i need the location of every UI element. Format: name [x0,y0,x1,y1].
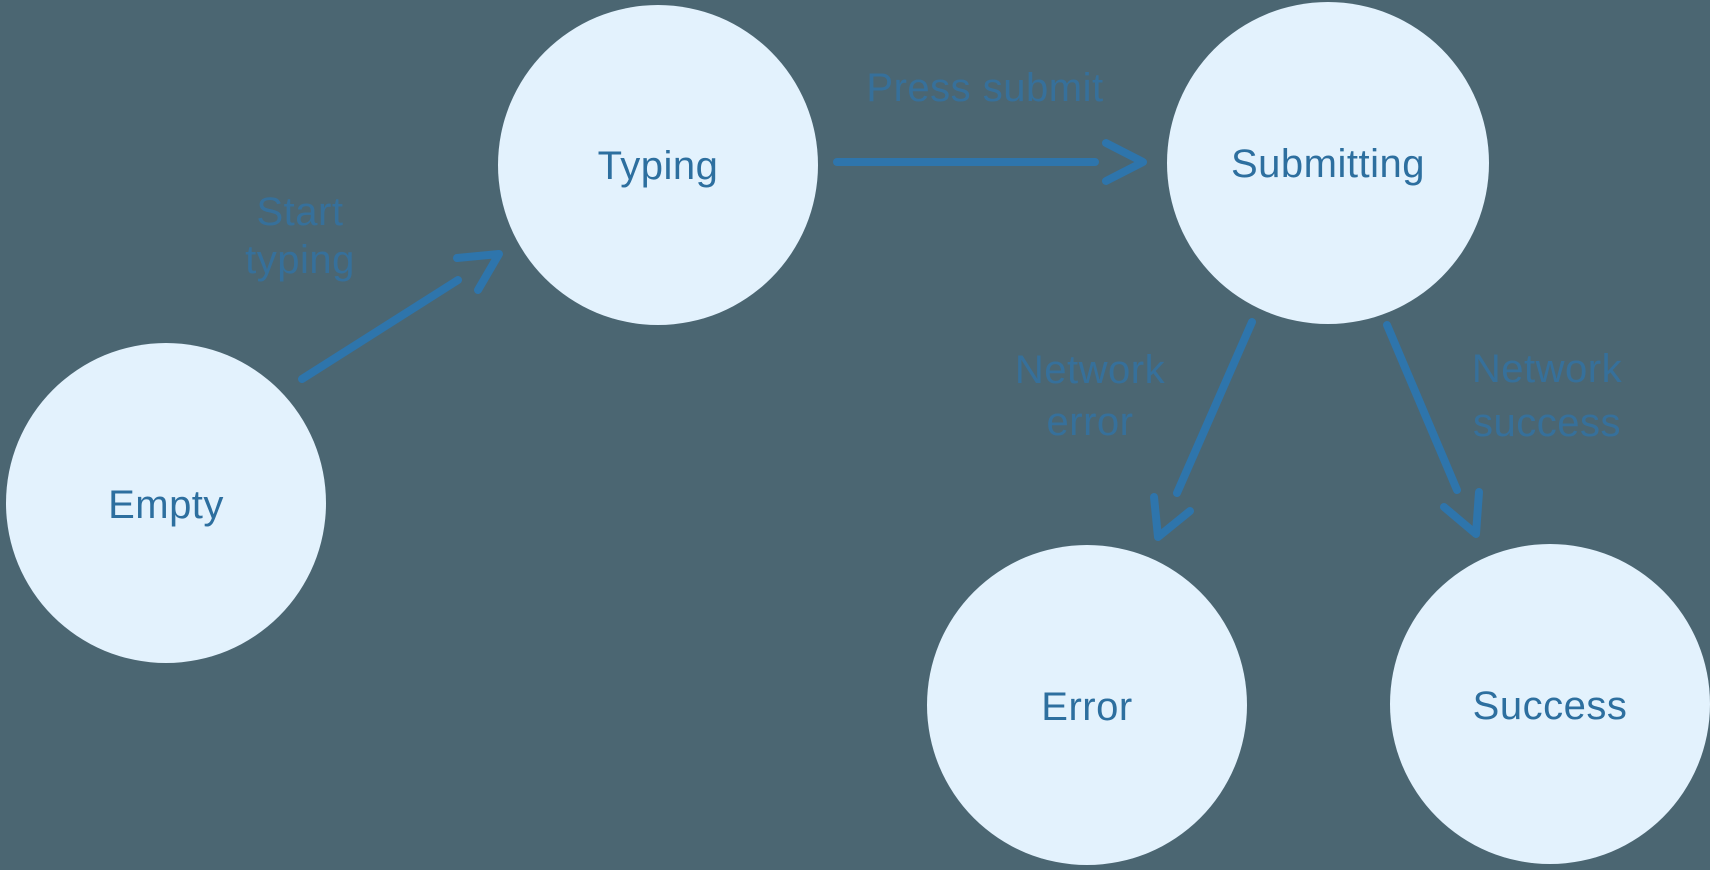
edge-label-line: error [1047,400,1134,444]
node-circle [1167,2,1489,324]
edge-labels: Start typing Press submit Network error … [245,66,1622,445]
state-node-typing: Typing [498,5,818,325]
edge-label-network-success: Network success [1472,347,1623,445]
node-circle [498,5,818,325]
state-node-success: Success [1390,544,1710,864]
node-label: Typing [598,144,719,188]
node-circle [927,545,1247,865]
edge-arrow-submitting-to-error [1150,318,1256,541]
edge-arrow-typing-to-submitting [833,139,1147,185]
edge-arrow-submitting-to-success [1383,321,1483,538]
state-node-submitting: Submitting [1167,2,1489,324]
node-label: Empty [108,483,224,527]
edge-label-press-submit: Press submit [866,66,1103,110]
edge-label-line: typing [245,238,355,282]
edge-label-line: Start [257,190,344,234]
node-label: Error [1041,685,1132,729]
edge-label-start-typing: Start typing [245,190,355,282]
node-circle [1390,544,1710,864]
edge-label-line: success [1473,401,1621,445]
node-label: Submitting [1231,142,1425,186]
node-circle [6,343,326,663]
state-nodes: Empty Typing Submitting Error Success [6,2,1710,865]
node-label: Success [1473,684,1628,728]
edge-label-network-error: Network error [1015,348,1166,444]
edge-label-line: Network [1472,347,1623,391]
edge-arrows [298,139,1483,541]
state-node-error: Error [927,545,1247,865]
edge-label-line: Network [1015,348,1166,392]
edge-label-line: Press submit [866,66,1103,110]
state-node-empty: Empty [6,343,326,663]
edge-arrow-empty-to-typing [298,250,503,383]
